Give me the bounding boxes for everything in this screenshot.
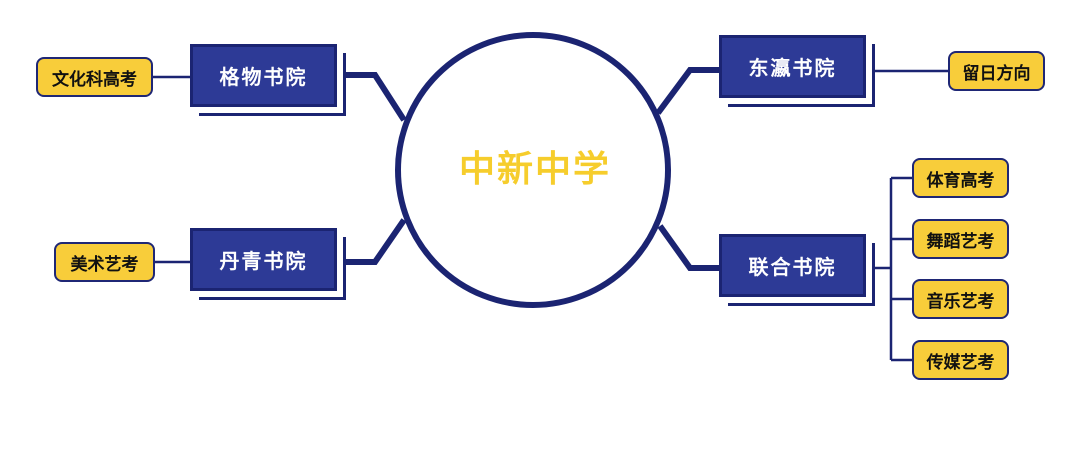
leaf-chuanmei-yikao[interactable]: 传媒艺考 [912, 340, 1009, 380]
leaf-wenhuake-gaokao[interactable]: 文化科高考 [36, 57, 153, 97]
link-center-gewu [345, 72, 407, 122]
link-center-dongying [655, 67, 719, 115]
center-circle [395, 32, 671, 308]
center-title: 中新中学 [458, 149, 611, 190]
leaf-wudao-yikao[interactable]: 舞蹈艺考 [912, 219, 1009, 259]
leaf-liuri-fangxiang[interactable]: 留日方向 [948, 51, 1045, 91]
academy-lianhe[interactable]: 联合书院 [719, 234, 866, 297]
leaf-tiyu-gaokao[interactable]: 体育高考 [912, 158, 1009, 198]
link-center-danqing [345, 218, 407, 265]
link-center-lianhe [657, 224, 719, 271]
academy-gewu[interactable]: 格物书院 [190, 44, 337, 107]
academy-danqing[interactable]: 丹青书院 [190, 228, 337, 291]
leaf-meishu-yikao[interactable]: 美术艺考 [54, 242, 155, 282]
link-lianhe-bracket [872, 176, 912, 362]
academy-dongying[interactable]: 东瀛书院 [719, 35, 866, 98]
leaf-yinyue-yikao[interactable]: 音乐艺考 [912, 279, 1009, 319]
